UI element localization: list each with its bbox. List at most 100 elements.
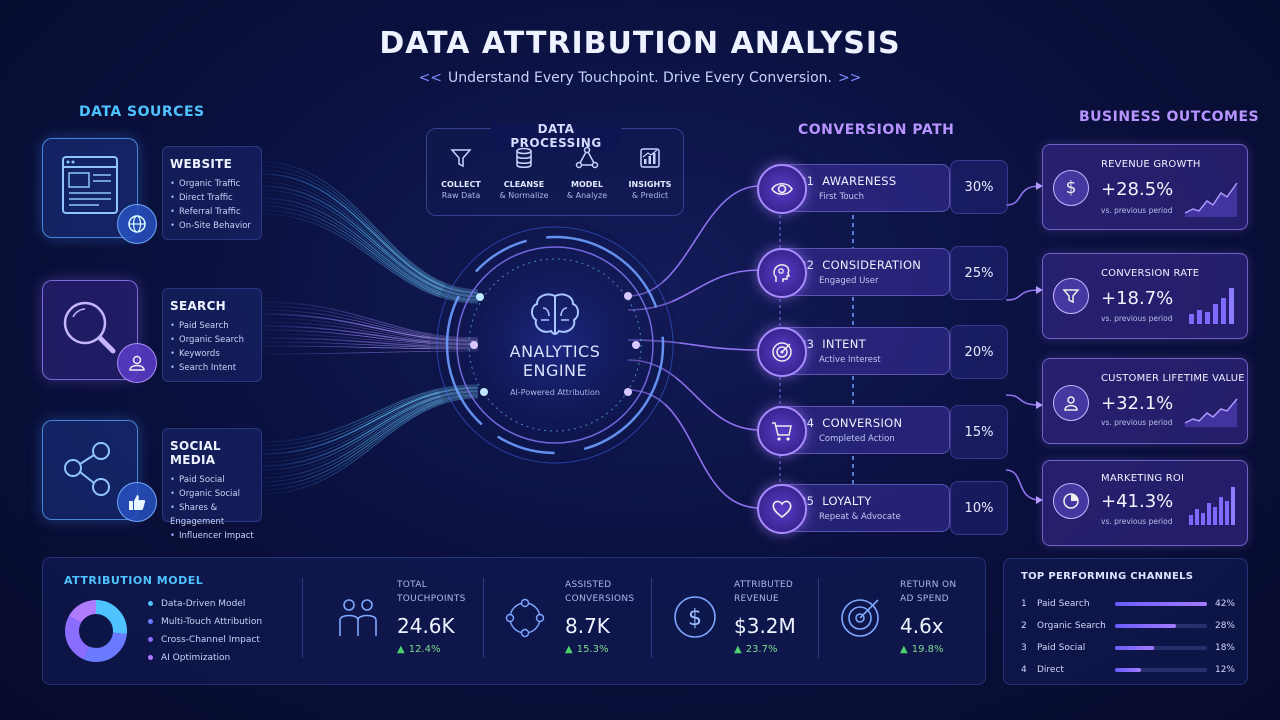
head-thinking-icon	[773, 264, 791, 282]
legend-dot	[148, 655, 153, 660]
divider	[818, 578, 819, 658]
outcome-value: +28.5%	[1101, 179, 1174, 200]
process-step-insights[interactable]: INSIGHTS & Predict	[620, 146, 680, 200]
search-source-panel: SEARCH Paid Search Organic Search Keywor…	[162, 288, 262, 382]
source-bullet: Influencer Impact	[170, 529, 261, 543]
legend-dot	[148, 637, 153, 642]
process-step-cleanse[interactable]: CLEANSE & Normalize	[494, 146, 554, 200]
data-sources-label: DATA SOURCES	[79, 104, 205, 120]
legend-item: AI Optimization	[148, 653, 262, 671]
outcome-value: +41.3%	[1101, 491, 1174, 512]
top-channels-label: TOP PERFORMING CHANNELS	[1021, 571, 1194, 582]
user-icon	[129, 355, 145, 371]
flow-line	[261, 333, 479, 347]
funnel-icon	[450, 149, 472, 168]
top-channels-panel	[1003, 558, 1248, 685]
channel-bar-track	[1115, 646, 1207, 650]
legend-dot	[148, 619, 153, 624]
kpi-label: TOTAL	[397, 580, 428, 590]
channel-bar	[1115, 646, 1154, 650]
website-source-panel: WEBSITE Organic Traffic Direct Traffic R…	[162, 146, 262, 240]
outcome-card-customer-lifetime-value[interactable]: CUSTOMER LIFETIME VALUE +32.1% vs. previ…	[1042, 358, 1248, 444]
engine-title-line1: ANALYTICS	[509, 342, 601, 361]
flow-line	[261, 341, 479, 349]
channel-name: Paid Social	[1037, 643, 1086, 653]
outcome-card-marketing-roi[interactable]: MARKETING ROI +41.3% vs. previous period	[1042, 460, 1248, 546]
dollar-coin-icon: $	[674, 596, 716, 638]
consideration-percent: 25%	[950, 246, 1008, 300]
flow-line	[261, 305, 479, 340]
flow-line	[261, 201, 479, 301]
trend-up-icon: ▲	[397, 644, 405, 655]
outcome-title: MARKETING ROI	[1101, 473, 1185, 484]
consideration-step-circle	[757, 248, 807, 298]
process-step-collect[interactable]: COLLECT Raw Data	[431, 146, 491, 200]
attribution-donut-chart	[65, 600, 127, 662]
flow-line	[261, 390, 479, 467]
analytics-engine[interactable]: ANALYTICS ENGINE AI-Powered Attribution	[455, 290, 655, 397]
flow-line	[261, 385, 479, 447]
flow-line	[261, 213, 479, 304]
channel-name: Organic Search	[1037, 621, 1106, 631]
database-icon	[516, 147, 532, 168]
outcome-card-revenue-growth[interactable]: $ REVENUE GROWTH +28.5% vs. previous per…	[1042, 144, 1248, 230]
outcome-sub: vs. previous period	[1101, 418, 1173, 427]
source-title: SEARCH	[170, 299, 227, 313]
legend-label: Data-Driven Model	[161, 599, 246, 609]
conversion-percent: 15%	[950, 405, 1008, 459]
kpi-return-on-ad-spend[interactable]: RETURN ON AD SPEND 4.6x ▲19.8%	[900, 578, 956, 655]
kpi-value: 24.6K	[397, 614, 455, 638]
person-icon	[1053, 385, 1089, 421]
source-bullets: Organic Traffic Direct Traffic Referral …	[170, 177, 261, 233]
channel-bar	[1115, 624, 1176, 628]
target-icon	[772, 342, 792, 362]
source-bullet: Organic Social	[170, 487, 261, 501]
source-bullet: Direct Traffic	[170, 191, 261, 205]
kpi-delta: 12.4%	[408, 644, 441, 655]
target-icon	[841, 599, 879, 637]
outcome-title: CUSTOMER LIFETIME VALUE	[1101, 373, 1245, 384]
loyalty-step-circle	[757, 484, 807, 534]
flow-line	[261, 337, 479, 348]
channel-bar-track	[1115, 602, 1207, 606]
flow-line	[261, 389, 479, 463]
network-nodes-icon	[575, 146, 599, 169]
loyalty-percent: 10%	[950, 481, 1008, 535]
process-step-model[interactable]: MODEL & Analyze	[557, 146, 617, 200]
outcome-card-conversion-rate[interactable]: CONVERSION RATE +18.7% vs. previous peri…	[1042, 253, 1248, 339]
source-bullet: Shares & Engagement	[170, 501, 261, 529]
data-processing-label: DATA PROCESSING	[491, 122, 621, 150]
step-sub: Engaged User	[819, 276, 879, 286]
attribution-summary-panel	[42, 557, 986, 685]
flow-line	[261, 391, 479, 471]
source-bullets: Paid Social Organic Social Shares & Enga…	[170, 473, 261, 543]
attribution-model-list: Data-Driven Model Multi-Touch Attributio…	[148, 599, 262, 671]
step-sub: Active Interest	[819, 355, 881, 365]
flow-line	[261, 396, 479, 491]
page-title: DATA ATTRIBUTION ANALYSIS	[379, 26, 901, 61]
globe-badge	[117, 204, 157, 244]
flow-line	[261, 301, 479, 339]
subtitle-text: Understand Every Touchpoint. Drive Every…	[448, 70, 832, 86]
outcome-value: +32.1%	[1101, 393, 1174, 414]
flow-line	[261, 205, 479, 302]
heart-icon	[772, 500, 792, 519]
engine-subtitle: AI-Powered Attribution	[510, 388, 600, 397]
outcome-value: +18.7%	[1101, 288, 1174, 309]
browser-window-icon	[62, 156, 118, 214]
kpi-value: 4.6x	[900, 614, 944, 638]
source-bullet: Keywords	[170, 347, 261, 361]
divider	[651, 578, 652, 658]
step-name: AWARENESS	[822, 174, 897, 188]
kpi-assisted-conversions[interactable]: ASSISTED CONVERSIONS 8.7K ▲15.3%	[565, 578, 634, 655]
kpi-attributed-revenue[interactable]: ATTRIBUTED REVENUE $3.2M ▲23.7%	[734, 578, 796, 655]
flow-line	[261, 321, 479, 344]
kpi-total-touchpoints[interactable]: TOTAL TOUCHPOINTS 24.6K ▲12.4%	[397, 578, 466, 655]
processing-steps: COLLECT Raw Data CLEANSE & Normalize MOD…	[431, 146, 680, 200]
legend-dot	[148, 601, 153, 606]
kpi-label: CONVERSIONS	[565, 594, 635, 604]
